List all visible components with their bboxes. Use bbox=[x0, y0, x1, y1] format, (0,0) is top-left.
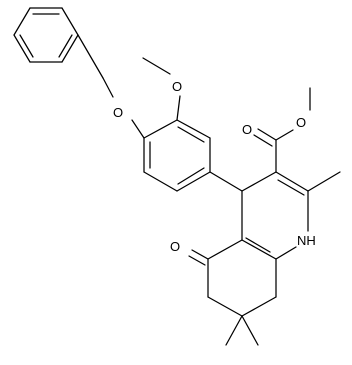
methyl-ester-group bbox=[253, 87, 311, 173]
methoxy-group bbox=[142, 57, 181, 121]
cyclohexenone-ring bbox=[207, 239, 277, 317]
benzyl-ether-oxygen-label: O bbox=[113, 105, 123, 120]
ketone-oxygen-label: O bbox=[170, 239, 180, 254]
ring-methyl-bond bbox=[307, 171, 341, 192]
ketone-group bbox=[188, 249, 209, 266]
ester-alkoxy-oxygen-label: O bbox=[296, 115, 306, 130]
gem-dimethyl-group bbox=[225, 315, 259, 346]
dihydropyridine-ring bbox=[241, 171, 309, 260]
methoxyphenyl-ring bbox=[143, 119, 211, 192]
ester-carbonyl-oxygen-label: O bbox=[242, 122, 252, 137]
amine-label: NH bbox=[297, 233, 316, 248]
benzyl-phenyl-ring bbox=[13, 7, 79, 63]
aryl-c4-bond bbox=[209, 171, 243, 192]
benzyloxy-linker bbox=[77, 34, 145, 139]
methoxy-oxygen-label: O bbox=[172, 79, 182, 94]
